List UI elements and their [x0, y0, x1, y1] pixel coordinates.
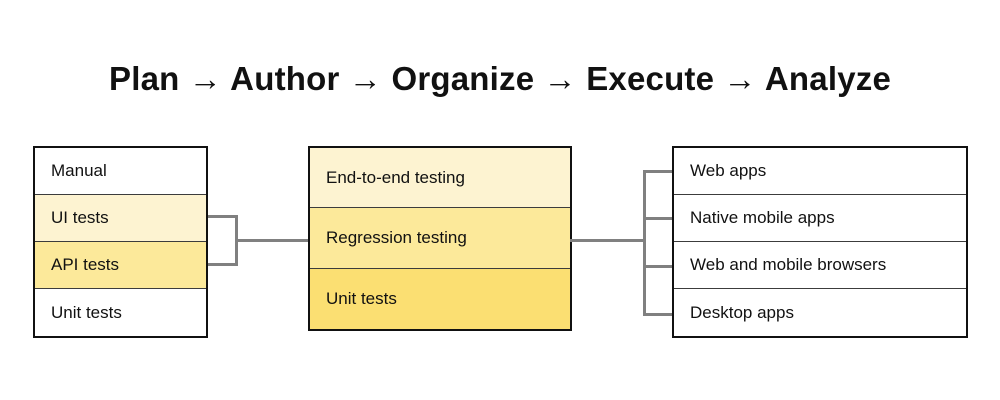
list-item[interactable]: API tests — [35, 242, 206, 289]
list-item[interactable]: Unit tests — [35, 289, 206, 336]
list-item[interactable]: Manual — [35, 148, 206, 195]
right-bracket-spine — [643, 170, 646, 316]
right-bracket-stub-4 — [643, 313, 674, 316]
list-item[interactable]: Web apps — [674, 148, 966, 195]
right-column-targets: Web apps Native mobile apps Web and mobi… — [672, 146, 968, 338]
list-item[interactable]: Desktop apps — [674, 289, 966, 336]
right-bracket-stem — [570, 239, 646, 242]
left-bracket-stem — [235, 239, 310, 242]
list-item[interactable]: Unit tests — [310, 268, 570, 329]
left-column-test-types: Manual UI tests API tests Unit tests — [33, 146, 208, 338]
list-item[interactable]: Regression testing — [310, 208, 570, 269]
page-title: Plan → Author → Organize → Execute → Ana… — [108, 60, 891, 97]
left-bracket-top-stub — [208, 215, 238, 218]
list-item[interactable]: Native mobile apps — [674, 195, 966, 242]
list-item[interactable]: UI tests — [35, 195, 206, 242]
list-item[interactable]: Web and mobile browsers — [674, 242, 966, 289]
middle-column-test-levels: End-to-end testing Regression testing Un… — [308, 146, 572, 331]
right-bracket-stub-2 — [643, 217, 674, 220]
right-bracket-stub-1 — [643, 170, 674, 173]
right-bracket-stub-3 — [643, 265, 674, 268]
left-bracket-bottom-stub — [208, 263, 238, 266]
list-item[interactable]: End-to-end testing — [310, 148, 570, 209]
